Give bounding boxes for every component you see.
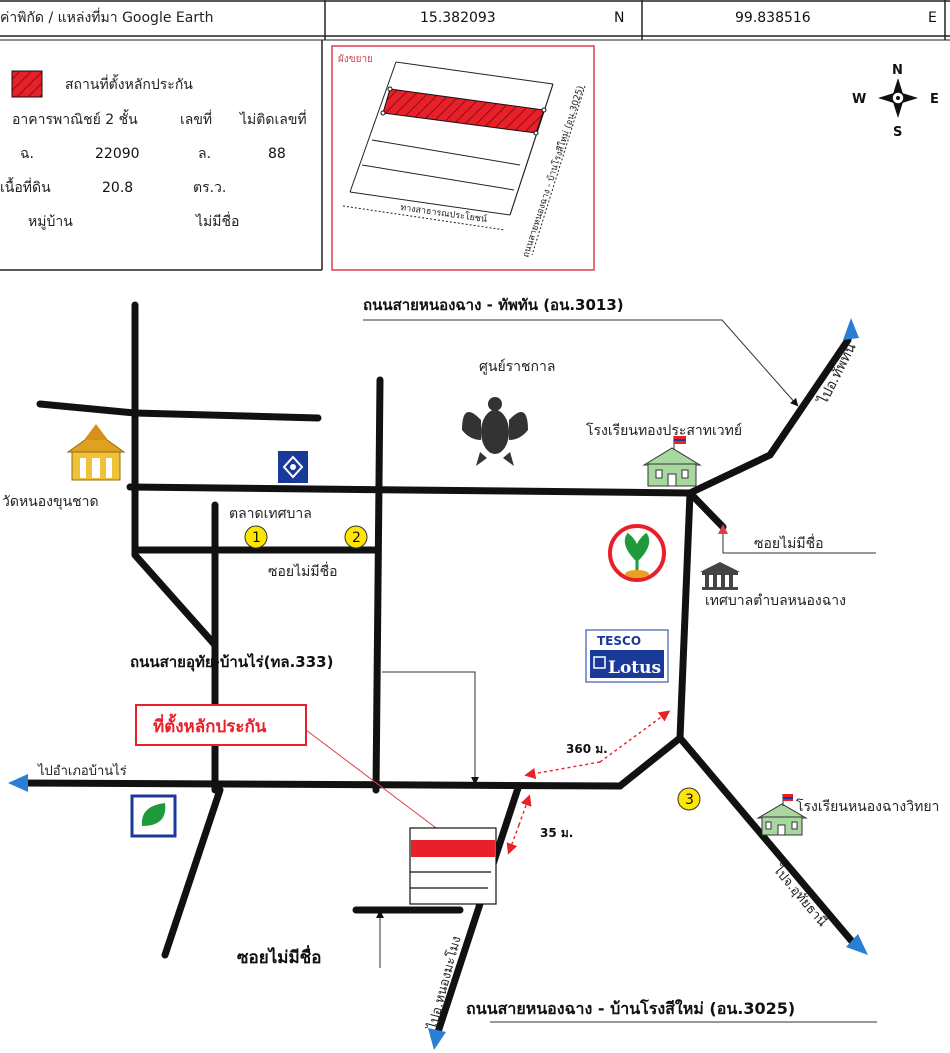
compass-icon: N S W E bbox=[852, 63, 939, 140]
svg-text:3: 3 bbox=[685, 792, 694, 808]
kbank-icon bbox=[608, 524, 666, 582]
svg-text:2: 2 bbox=[352, 530, 361, 546]
svg-text:1: 1 bbox=[252, 530, 261, 546]
compass-e: E bbox=[930, 92, 939, 107]
road-center-vertical bbox=[372, 376, 384, 794]
collateral-site-label: ที่ตั้งหลักประกัน bbox=[153, 713, 267, 737]
inset-collateral-lot bbox=[382, 88, 545, 134]
road-3025-label: ถนนสายหนองฉาง - บ้านโรงสีใหม่ (อน.3025) bbox=[466, 998, 795, 1018]
arrow-to-uthai-icon bbox=[846, 934, 868, 955]
soi-unnamed-label-2: ซอยไม่มีชื่อ bbox=[754, 534, 824, 552]
legend-area-unit: ตร.ว. bbox=[193, 180, 226, 196]
marker-2: 2 bbox=[344, 525, 368, 549]
legend-building-type: อาคารพาณิชย์ 2 ชั้น bbox=[12, 109, 138, 128]
compass-w: W bbox=[852, 92, 866, 107]
inset-public-way: ทางสาธารณประโยชน์ bbox=[400, 201, 488, 225]
to-uthai-label: ไปจ.อุทัยธานี bbox=[769, 862, 830, 930]
legend-area-label: เนื้อที่ดิน bbox=[0, 177, 51, 196]
tesco-label: TESCO bbox=[597, 634, 641, 648]
road-soi-east bbox=[686, 489, 727, 531]
municipality-label: เทศบาลตำบลหนองฉาง bbox=[705, 593, 846, 609]
header-table: ค่าพิกัด / แหล่งที่มา Google Earth 15.38… bbox=[0, 0, 950, 41]
road-west-vertical bbox=[131, 301, 219, 649]
legend-deed-label: ฉ. bbox=[20, 146, 34, 162]
road-333 bbox=[16, 779, 624, 790]
soi-bottom-label: ซอยไม่มีชื่อ bbox=[237, 945, 321, 968]
marker-1: 1 bbox=[244, 525, 268, 549]
road-3025 bbox=[433, 784, 522, 1039]
school-nongchang-icon bbox=[756, 794, 808, 836]
temple-icon bbox=[66, 424, 126, 481]
road-central-ns bbox=[676, 489, 694, 742]
legend-house-no-value: ไม่ติดเลขที่ bbox=[239, 110, 307, 128]
arrow-to-nongmamong-icon bbox=[428, 1028, 446, 1050]
school-icon bbox=[642, 436, 702, 487]
inset-title: ผังขยาย bbox=[338, 54, 373, 65]
legend-land-label: ล. bbox=[198, 146, 211, 162]
legend-box: สถานที่ตั้งหลักประกัน อาคารพาณิชย์ 2 ชั้… bbox=[0, 40, 323, 271]
road-3013-label: ถนนสายหนองฉาง - ทัพทัน (อน.3013) bbox=[363, 296, 624, 314]
market-label: ตลาดเทศบาล bbox=[229, 506, 312, 522]
wat-label: วัดหนองขุนชาด bbox=[2, 494, 99, 510]
road-north-spur bbox=[36, 400, 322, 422]
collateral-site: ที่ตั้งหลักประกัน bbox=[135, 704, 497, 905]
distance-35-label: 35 ม. bbox=[540, 826, 573, 840]
legend-village-value: ไม่มีชื่อ bbox=[195, 212, 239, 230]
longitude-value: 99.838516 bbox=[735, 10, 811, 26]
arrow-to-banrai-icon bbox=[8, 774, 28, 792]
road-southwest bbox=[161, 786, 224, 959]
school-thong-label: โรงเรียนทองประสาทเวทย์ bbox=[586, 422, 742, 439]
distance-markers bbox=[506, 710, 671, 855]
legend-village-label: หมู่บ้าน bbox=[28, 214, 73, 230]
collateral-lot bbox=[411, 840, 495, 857]
lotus-label: Lotus bbox=[608, 658, 661, 678]
distance-360-label: 360 ม. bbox=[566, 742, 608, 756]
legend-area-value: 20.8 bbox=[102, 180, 133, 196]
collateral-label-box bbox=[135, 704, 307, 746]
coord-source-label: ค่าพิกัด / แหล่งที่มา Google Earth bbox=[0, 8, 213, 26]
green-shield-logo bbox=[130, 794, 177, 838]
to-thapthan-label: ไปอ.ทัพทัน bbox=[814, 340, 860, 408]
compass-n: N bbox=[892, 63, 903, 78]
road-333-label: ถนนสายอุทัย-บ้านไร่(ทล.333) bbox=[130, 652, 333, 672]
road-3013 bbox=[686, 336, 852, 497]
municipality-icon bbox=[700, 562, 740, 590]
latitude-direction: N bbox=[614, 10, 624, 26]
arrow-to-thapthan-icon bbox=[843, 318, 859, 340]
soi-unnamed-label-1: ซอยไม่มีชื่อ bbox=[268, 562, 338, 580]
school-nongchang-label: โรงเรียนหนองฉางวิทยา bbox=[796, 798, 939, 815]
to-banrai-label: ไปอำเภอบ้านไร่ bbox=[37, 763, 127, 779]
longitude-direction: E bbox=[928, 10, 937, 26]
government-center-label: ศูนย์ราชกาล bbox=[479, 358, 555, 375]
road-to-uthai bbox=[676, 734, 859, 949]
marker-3: 3 bbox=[677, 787, 701, 811]
latitude-value: 15.382093 bbox=[420, 10, 496, 26]
inset-plan: ผังขยาย ทางสาธารณประโยชน์ ถนนสายหนองฉาง … bbox=[331, 45, 595, 271]
road-network bbox=[16, 301, 859, 1039]
legend-swatch bbox=[11, 70, 43, 98]
direction-arrows bbox=[8, 318, 868, 1050]
legend-land-value: 88 bbox=[268, 146, 286, 162]
garuda-icon bbox=[462, 397, 528, 466]
road-upper-east-west bbox=[126, 483, 694, 497]
leader-lines bbox=[363, 319, 877, 1023]
legend-deed-value: 22090 bbox=[95, 146, 140, 162]
bank-icon bbox=[278, 451, 308, 483]
compass-s: S bbox=[893, 125, 902, 140]
legend-house-no-label: เลขที่ bbox=[180, 110, 212, 128]
legend-swatch-label: สถานที่ตั้งหลักประกัน bbox=[65, 74, 193, 93]
tesco-lotus-logo: TESCO Lotus bbox=[585, 629, 669, 683]
road-junction-link bbox=[616, 734, 684, 790]
